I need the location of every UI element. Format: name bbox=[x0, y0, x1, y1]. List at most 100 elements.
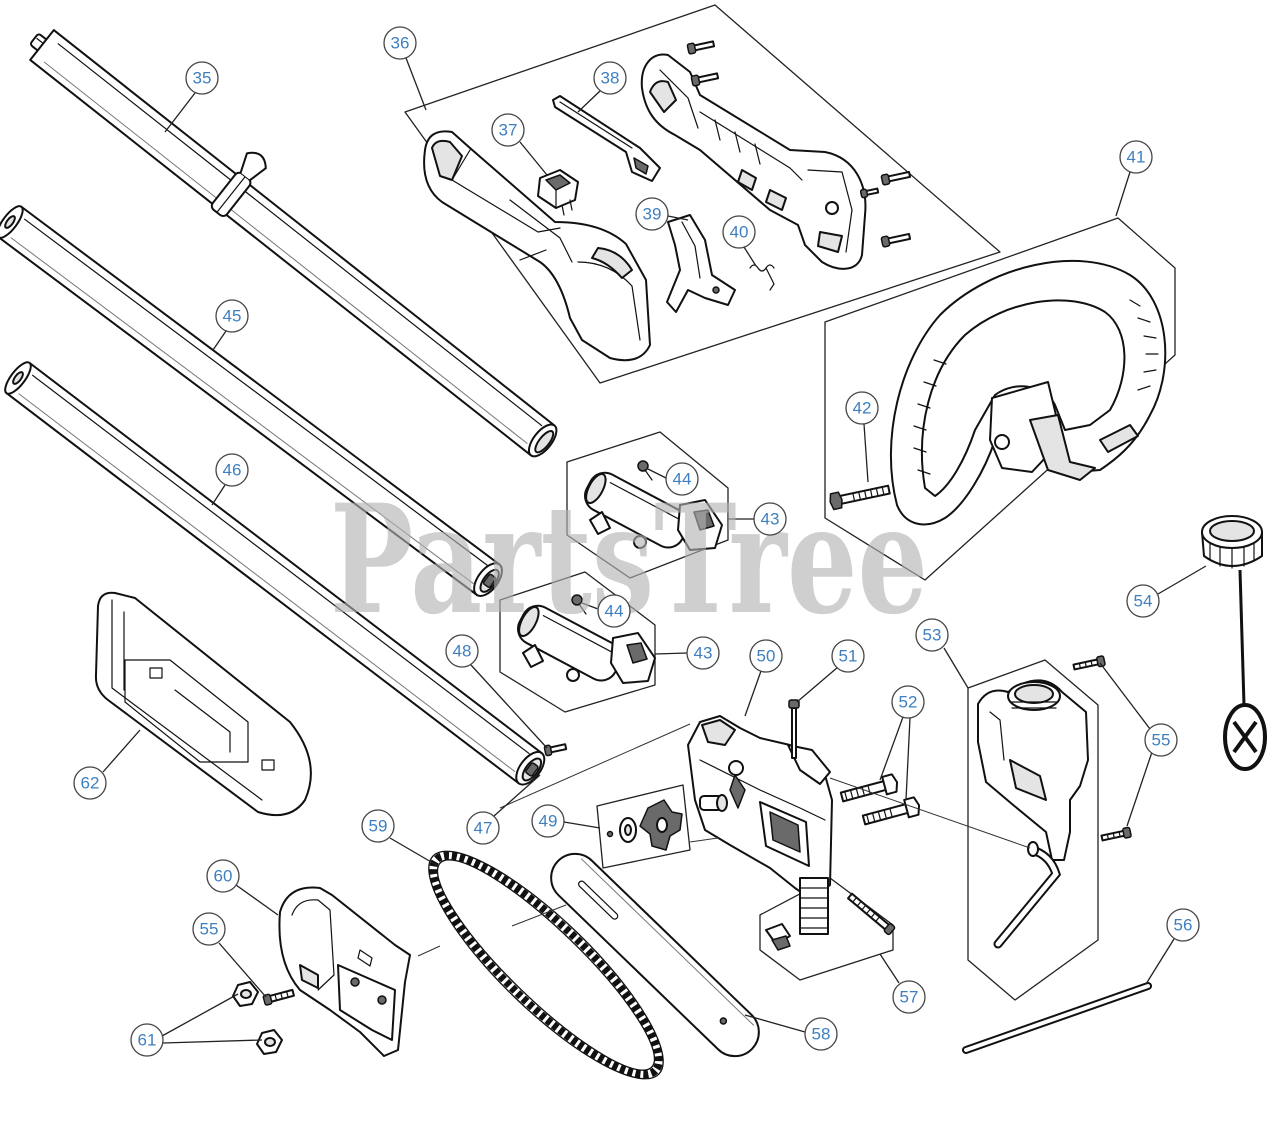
callout-38[interactable]: 38 bbox=[593, 61, 627, 95]
callout-45[interactable]: 45 bbox=[215, 299, 249, 333]
shaft-tube-46 bbox=[4, 361, 546, 786]
callout-number: 55 bbox=[200, 920, 219, 939]
callout-56[interactable]: 56 bbox=[1166, 908, 1200, 942]
callout-number: 52 bbox=[899, 693, 918, 712]
callout-number: 62 bbox=[81, 774, 100, 793]
callout-62[interactable]: 62 bbox=[73, 766, 107, 800]
callout-number: 51 bbox=[839, 647, 858, 666]
callout-54[interactable]: 54 bbox=[1126, 584, 1160, 618]
callout-number: 44 bbox=[673, 470, 692, 489]
leader-lines bbox=[102, 57, 1207, 1044]
screw-44-lower bbox=[571, 594, 587, 615]
callout-number: 42 bbox=[853, 399, 872, 418]
callout-number: 55 bbox=[1152, 731, 1171, 750]
shaft-tube-35 bbox=[29, 29, 558, 458]
box-36-handle-assembly bbox=[404, 4, 1001, 384]
callout-number: 47 bbox=[474, 819, 493, 838]
callout-44-upper[interactable]: 44 bbox=[665, 462, 699, 496]
guide-bar-58 bbox=[550, 852, 760, 1058]
callout-46[interactable]: 46 bbox=[215, 453, 249, 487]
callout-number: 56 bbox=[1174, 916, 1193, 935]
callout-37[interactable]: 37 bbox=[491, 113, 525, 147]
callout-40[interactable]: 40 bbox=[722, 215, 756, 249]
callout-48[interactable]: 48 bbox=[445, 634, 479, 668]
callout-number: 59 bbox=[369, 817, 388, 836]
callout-42[interactable]: 42 bbox=[845, 391, 879, 425]
coupler-43-upper bbox=[584, 471, 723, 551]
gearbox-50 bbox=[687, 715, 833, 935]
callout-number: 37 bbox=[499, 121, 518, 140]
nuts-61 bbox=[232, 981, 283, 1055]
callout-55-lower[interactable]: 55 bbox=[192, 912, 226, 946]
callout-number: 50 bbox=[757, 647, 776, 666]
callout-43-upper[interactable]: 43 bbox=[753, 502, 787, 536]
oil-tank-53 bbox=[977, 679, 1089, 949]
callout-61[interactable]: 61 bbox=[130, 1023, 164, 1057]
callout-53[interactable]: 53 bbox=[915, 618, 949, 652]
callout-43-lower[interactable]: 43 bbox=[686, 636, 720, 670]
callout-41[interactable]: 41 bbox=[1119, 140, 1153, 174]
trigger-39 bbox=[666, 214, 736, 313]
callout-39[interactable]: 39 bbox=[635, 197, 669, 231]
callout-number: 38 bbox=[601, 69, 620, 88]
trigger-lock-38 bbox=[552, 95, 661, 182]
bolt-42 bbox=[829, 484, 891, 511]
callout-number: 43 bbox=[694, 644, 713, 663]
box-43-lower-coupler bbox=[499, 571, 656, 713]
chain-guard-62 bbox=[94, 591, 312, 816]
callout-47[interactable]: 47 bbox=[466, 811, 500, 845]
switch-37 bbox=[537, 169, 579, 216]
callout-50[interactable]: 50 bbox=[749, 639, 783, 673]
callout-number: 60 bbox=[214, 867, 233, 886]
handle-housing-left bbox=[423, 130, 651, 362]
callout-number: 43 bbox=[761, 510, 780, 529]
box-49-sprocket bbox=[596, 784, 691, 869]
callout-number: 41 bbox=[1127, 148, 1146, 167]
callout-number: 53 bbox=[923, 626, 942, 645]
handle-housing-right bbox=[640, 53, 867, 270]
box-43-upper-coupler bbox=[566, 431, 729, 579]
d-handle-41 bbox=[889, 259, 1167, 526]
callout-number: 40 bbox=[730, 223, 749, 242]
screws-55-right bbox=[1072, 655, 1132, 842]
callout-59[interactable]: 59 bbox=[361, 809, 395, 843]
callout-58[interactable]: 58 bbox=[804, 1017, 838, 1051]
callout-52[interactable]: 52 bbox=[891, 685, 925, 719]
sprocket-49 bbox=[606, 799, 683, 851]
callout-55-right[interactable]: 55 bbox=[1144, 723, 1178, 757]
callout-44-lower[interactable]: 44 bbox=[597, 594, 631, 628]
callout-number: 36 bbox=[391, 34, 410, 53]
callout-number: 54 bbox=[1134, 592, 1153, 611]
spring-40 bbox=[749, 264, 775, 291]
box-53-oil-tank bbox=[967, 659, 1099, 1001]
watermark: PartsTree bbox=[330, 472, 928, 648]
callouts: 35 36 37 38 39 40 41 42 43 44 43 44 45 4… bbox=[73, 26, 1200, 1057]
callout-49[interactable]: 49 bbox=[531, 804, 565, 838]
rod-56 bbox=[962, 982, 1152, 1054]
alignment-lines bbox=[417, 723, 1031, 957]
callout-57[interactable]: 57 bbox=[892, 980, 926, 1014]
callout-number: 45 bbox=[223, 307, 242, 326]
oil-cap-54 bbox=[1201, 515, 1267, 771]
sprocket-cover-60 bbox=[278, 886, 411, 1057]
callout-number: 48 bbox=[453, 642, 472, 661]
callout-number: 39 bbox=[643, 205, 662, 224]
callout-60[interactable]: 60 bbox=[206, 859, 240, 893]
tensioner-57 bbox=[765, 892, 896, 951]
housing-screws bbox=[686, 40, 912, 248]
callout-51[interactable]: 51 bbox=[831, 639, 865, 673]
box-41-d-handle bbox=[824, 217, 1176, 581]
group-boxes bbox=[404, 4, 1176, 1001]
screw-48 bbox=[543, 743, 568, 757]
coupler-43-lower bbox=[517, 604, 656, 684]
callout-number: 46 bbox=[223, 461, 242, 480]
screw-55-lower bbox=[262, 988, 295, 1006]
callout-number: 49 bbox=[539, 812, 558, 831]
bolts-52 bbox=[839, 773, 921, 826]
callout-36[interactable]: 36 bbox=[383, 26, 417, 60]
callout-number: 61 bbox=[138, 1031, 157, 1050]
callout-35[interactable]: 35 bbox=[185, 61, 219, 95]
callout-number: 57 bbox=[900, 988, 919, 1007]
callout-number: 44 bbox=[605, 602, 624, 621]
